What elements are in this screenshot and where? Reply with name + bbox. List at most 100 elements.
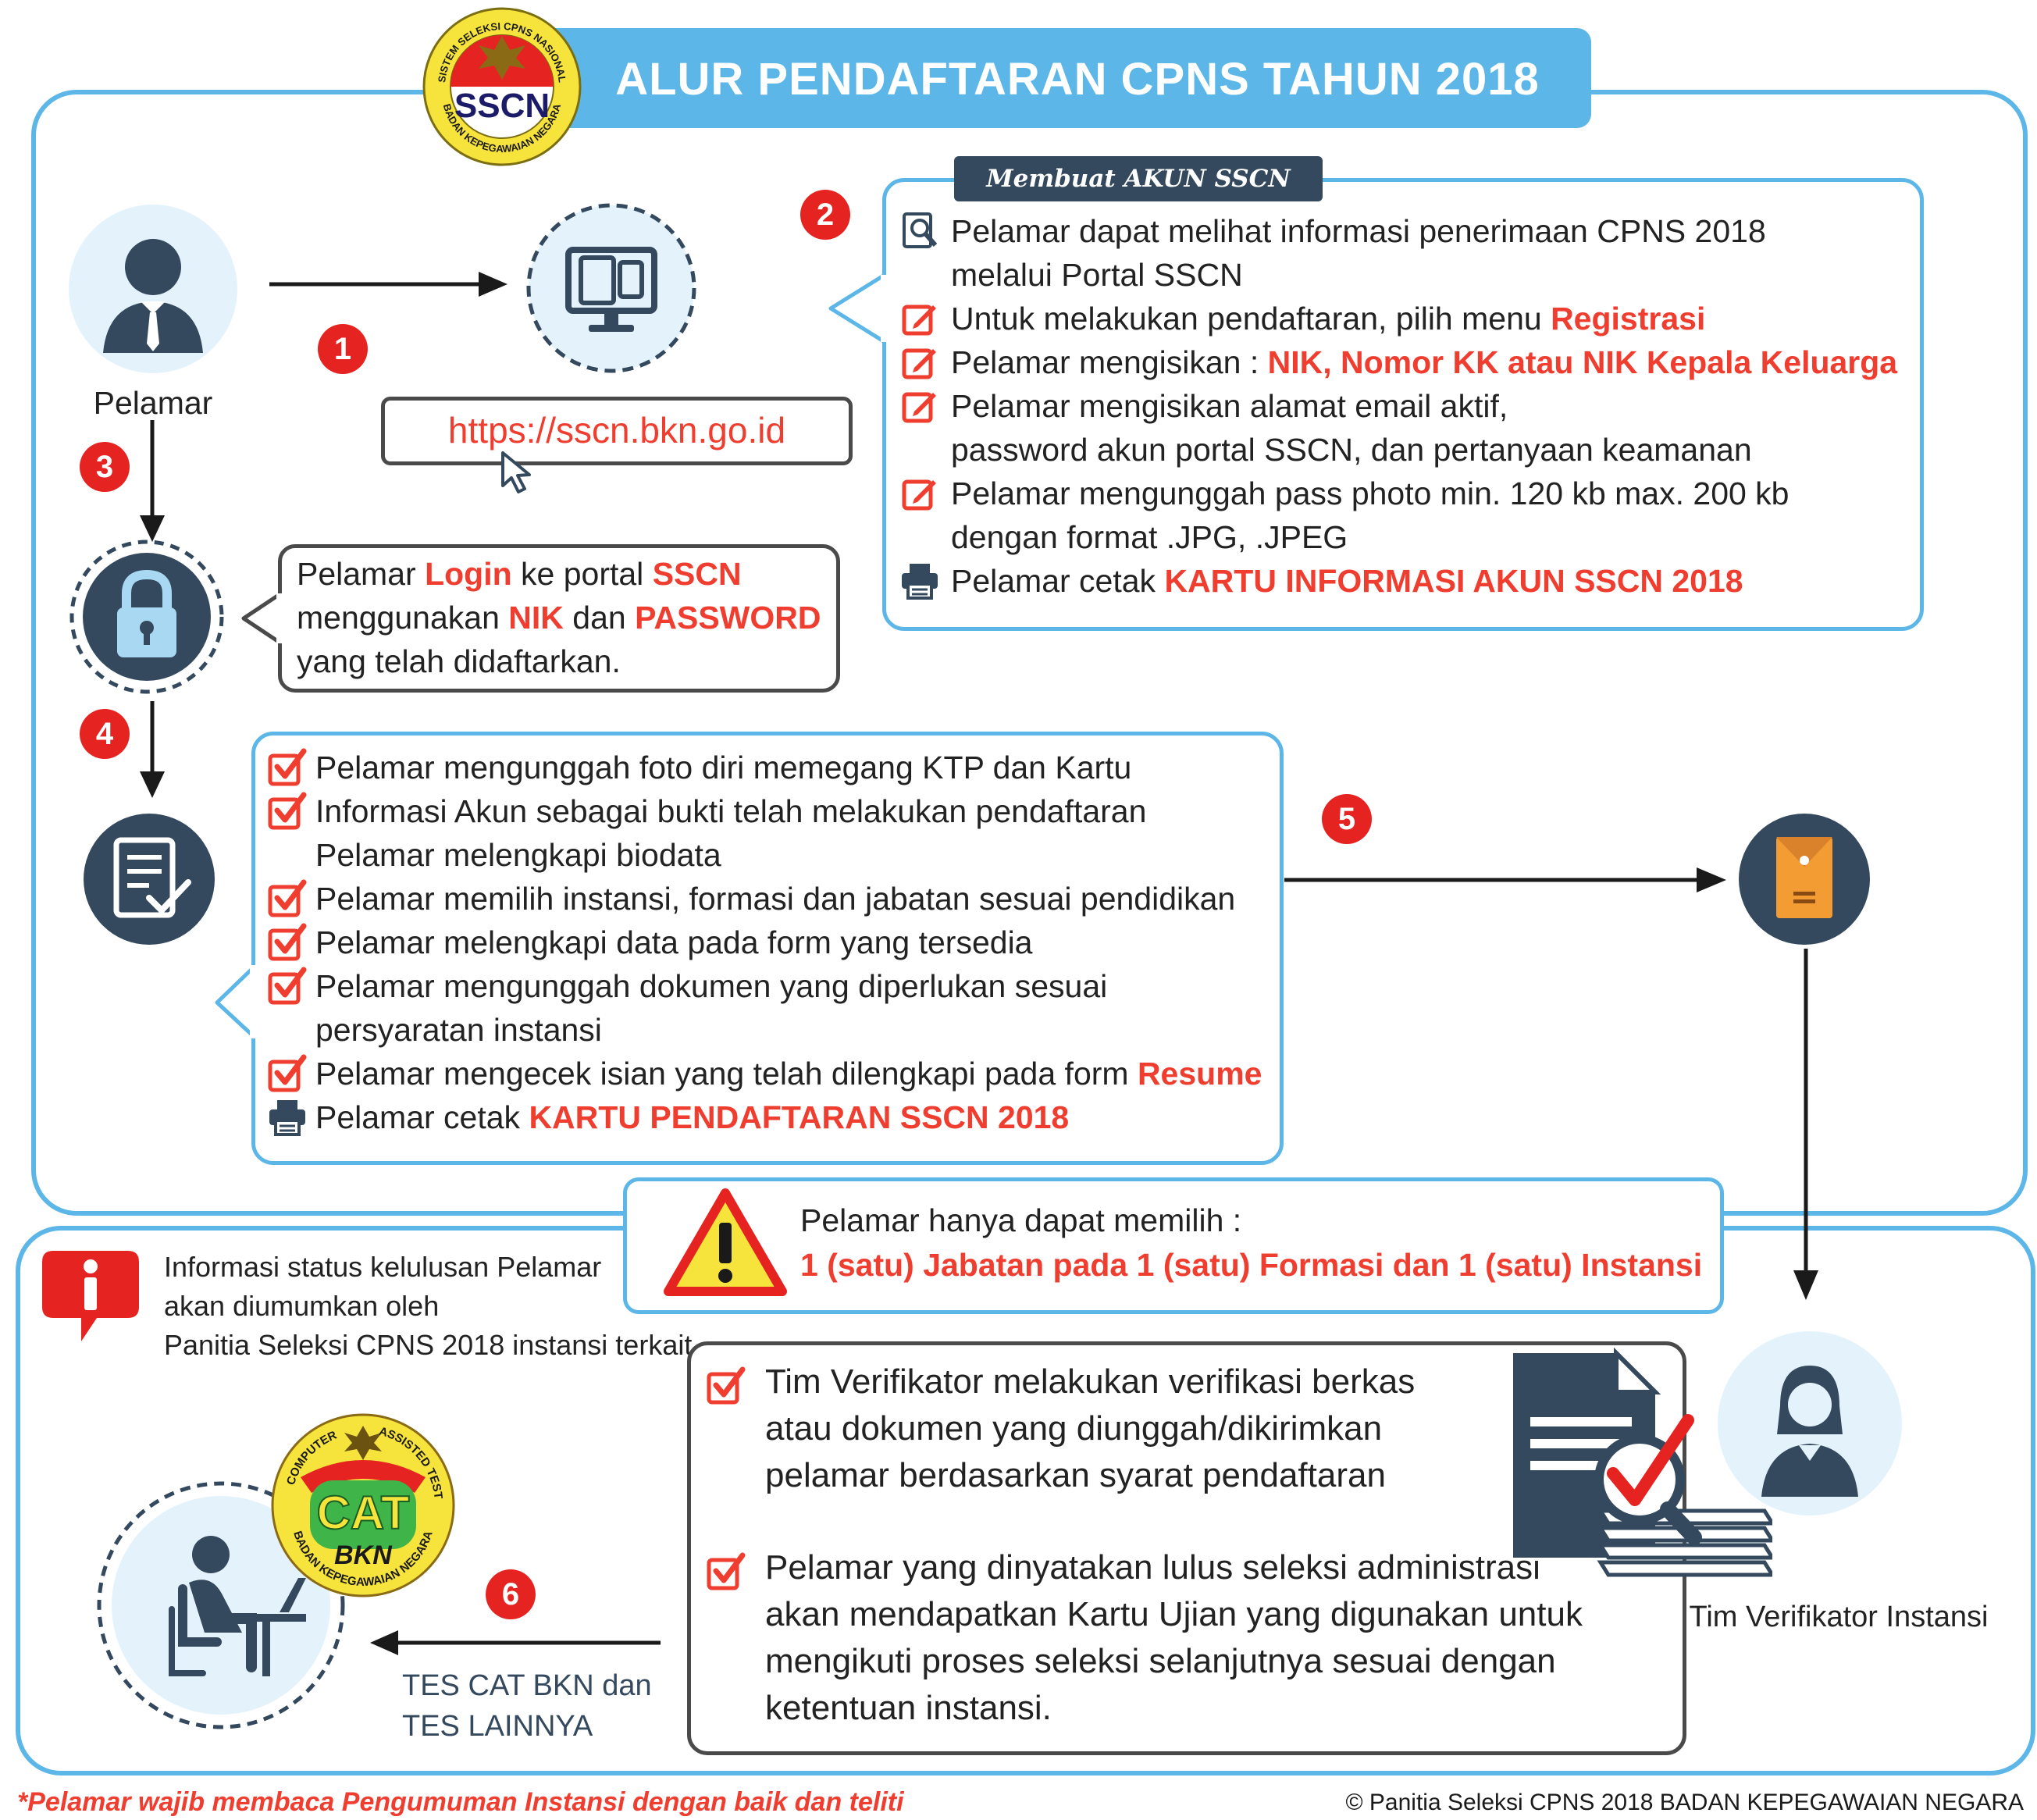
step-2-badge: 2	[800, 190, 850, 240]
account-box-pointer-cover	[881, 275, 890, 342]
info-line-1: Informasi status kelulusan Pelamar	[164, 1251, 602, 1283]
account-step-3-highlight: NIK, Nomor KK atau NIK Kepala Keluarga	[1267, 344, 1898, 380]
test-label: TES CAT BKN dan TES LAINNYA	[402, 1665, 683, 1747]
verification-1-line-3: pelamar berdasarkan syarat pendaftaran	[765, 1456, 1386, 1494]
sscn-logo-text: SSCN	[454, 87, 550, 125]
footer-copyright: © Panitia Seleksi CPNS 2018 BADAN KEPEGA…	[1345, 1790, 2024, 1815]
search-icon	[903, 212, 938, 248]
account-step-registrasi: Untuk melakukan pendaftaran, pilih menu …	[898, 297, 1913, 340]
verification-1-line-2: atau dokumen yang diunggah/dikirimkan	[765, 1409, 1383, 1448]
edit-icon	[902, 392, 936, 423]
cat-logo-main: CAT	[317, 1487, 410, 1539]
login-highlight-sscn: SSCN	[652, 556, 742, 592]
warning-triangle-icon	[664, 1188, 787, 1296]
step-5-badge: 5	[1322, 794, 1372, 844]
registration-box-pointer-cover	[250, 965, 259, 1038]
warning-line-1: Pelamar hanya dapat memilih :	[800, 1202, 1242, 1238]
registration-step-text: Pelamar mengunggah foto diri memegang KT…	[315, 750, 1132, 785]
verification-2-line-3: mengikuti proses seleksi selanjutnya ses…	[765, 1642, 1556, 1680]
title-banner	[506, 28, 1591, 128]
registration-step-text: Pelamar mengecek isian yang telah dileng…	[315, 1056, 1138, 1092]
printer-icon	[269, 1100, 305, 1136]
checkbox-icon	[707, 1366, 746, 1405]
checkbox-icon	[268, 792, 307, 830]
checkbox-icon	[268, 967, 307, 1005]
applicant-male-icon	[69, 205, 237, 373]
account-step-3-text: Pelamar mengisikan :	[951, 344, 1268, 380]
login-info-text: Pelamar Login ke portal SSCN menggunakan…	[297, 552, 828, 683]
account-step-2-text: Untuk melakukan pendaftaran, pilih menu	[951, 301, 1551, 337]
registration-step-text: Pelamar mengunggah dokumen yang diperluk…	[315, 968, 1108, 1004]
arrow-step-3	[140, 420, 165, 542]
step-3-badge: 3	[80, 442, 130, 492]
registration-step-item: Pelamar mengecek isian yang telah dileng…	[265, 1052, 1280, 1095]
account-step-5-line-2: dengan format .JPG, .JPEG	[951, 519, 1348, 555]
account-step-photo: Pelamar mengunggah pass photo min. 120 k…	[898, 472, 1913, 559]
verifier-label: Tim Verifikator Instansi	[1689, 1601, 1989, 1633]
mouse-cursor-icon	[501, 451, 531, 493]
account-step-4-line-2: password akun portal SSCN, dan pertanyaa…	[951, 432, 1752, 468]
account-steps-list: Pelamar dapat melihat informasi penerima…	[898, 209, 1913, 603]
step-1-badge: 1	[318, 324, 368, 374]
registration-step-highlight: KARTU PENDAFTARAN SSCN 2018	[529, 1099, 1070, 1135]
verification-item-2: Pelamar yang dinyatakan lulus seleksi ad…	[707, 1544, 1675, 1732]
page-title: ALUR PENDAFTARAN CPNS TAHUN 2018	[615, 54, 1540, 105]
login-highlight-password: PASSWORD	[635, 600, 821, 636]
printer-icon	[902, 564, 938, 600]
registration-step-item: persyaratan instansi	[265, 1008, 1280, 1052]
document-envelope-icon	[1739, 814, 1870, 945]
account-step-4-line-1: Pelamar mengisikan alamat email aktif,	[951, 388, 1508, 424]
account-step-1-line-2: melalui Portal SSCN	[951, 257, 1243, 293]
registration-step-item: Pelamar melengkapi data pada form yang t…	[265, 921, 1280, 964]
verification-2-line-2: akan mendapatkan Kartu Ujian yang diguna…	[765, 1595, 1583, 1633]
account-step-print: Pelamar cetak KARTU INFORMASI AKUN SSCN …	[898, 559, 1913, 603]
lock-icon	[69, 540, 224, 694]
verification-item-1: Tim Verifikator melakukan verifikasi ber…	[707, 1359, 1503, 1499]
arrow-step-4	[140, 701, 165, 798]
devices-icon	[526, 203, 696, 373]
login-text-2: ke portal	[511, 556, 653, 592]
registration-step-text: Pelamar melengkapi biodata	[315, 837, 721, 873]
cat-bkn-logo: CAT BKN COMPUTER ASSISTED TEST BADAN KEP…	[271, 1413, 455, 1597]
registration-step-text: persyaratan instansi	[315, 1012, 602, 1048]
info-line-2: akan diumumkan oleh	[164, 1290, 440, 1322]
registration-step-item: Pelamar melengkapi biodata	[265, 833, 1280, 877]
registration-step-text: Pelamar cetak	[315, 1099, 529, 1135]
account-step-2-highlight: Registrasi	[1551, 301, 1706, 337]
login-highlight-login: Login	[425, 556, 512, 592]
account-creation-box	[882, 178, 1924, 631]
info-line-3: Panitia Seleksi CPNS 2018 instansi terka…	[164, 1329, 693, 1361]
account-step-1-line-1: Pelamar dapat melihat informasi penerima…	[951, 213, 1766, 249]
login-text-1: Pelamar	[297, 556, 426, 592]
account-step-view-info: Pelamar dapat melihat informasi penerima…	[898, 209, 1913, 297]
registration-step-text: Pelamar melengkapi data pada form yang t…	[315, 924, 1033, 960]
registration-step-item: Pelamar mengunggah dokumen yang diperluk…	[265, 964, 1280, 1008]
login-text-4: dan	[563, 600, 636, 636]
info-icon	[42, 1251, 139, 1341]
verification-2-line-1: Pelamar yang dinyatakan lulus seleksi ad…	[765, 1548, 1540, 1587]
registration-step-text: Informasi Akun sebagai bukti telah melak…	[315, 793, 1147, 829]
portal-url-text[interactable]: https://sscn.bkn.go.id	[447, 410, 786, 451]
arrow-step-1	[269, 272, 507, 297]
verifier-female-icon	[1718, 1331, 1902, 1515]
account-step-6-highlight: KARTU INFORMASI AKUN SSCN 2018	[1164, 563, 1743, 599]
verification-2-line-4: ketentuan instansi.	[765, 1689, 1052, 1727]
verification-1-line-1: Tim Verifikator melakukan verifikasi ber…	[765, 1362, 1416, 1401]
registration-step-item: Informasi Akun sebagai bukti telah melak…	[265, 789, 1280, 833]
checkbox-icon	[268, 923, 307, 961]
account-step-6-text: Pelamar cetak	[951, 563, 1165, 599]
registration-step-highlight: Resume	[1137, 1056, 1262, 1092]
checkbox-icon	[268, 748, 307, 786]
arrow-down-to-verifier	[1793, 949, 1818, 1300]
edit-icon	[902, 348, 936, 379]
info-text: Informasi status kelulusan Pelamar akan …	[164, 1248, 710, 1365]
login-text-5: yang telah didaftarkan.	[297, 643, 621, 679]
login-text-3: menggunakan	[297, 600, 509, 636]
account-step-nik: Pelamar mengisikan : NIK, Nomor KK atau …	[898, 340, 1913, 384]
registration-step-item: Pelamar memilih instansi, formasi dan ja…	[265, 877, 1280, 921]
sscn-logo: SSCN SISTEM SELEKSI CPNS NASIONAL BADAN …	[422, 7, 582, 166]
portal-url-link[interactable]	[381, 397, 853, 465]
step-6-badge: 6	[486, 1569, 536, 1619]
registration-steps-list: Pelamar mengunggah foto diri memegang KT…	[265, 746, 1280, 1139]
registration-step-item: Pelamar mengunggah foto diri memegang KT…	[265, 746, 1280, 789]
